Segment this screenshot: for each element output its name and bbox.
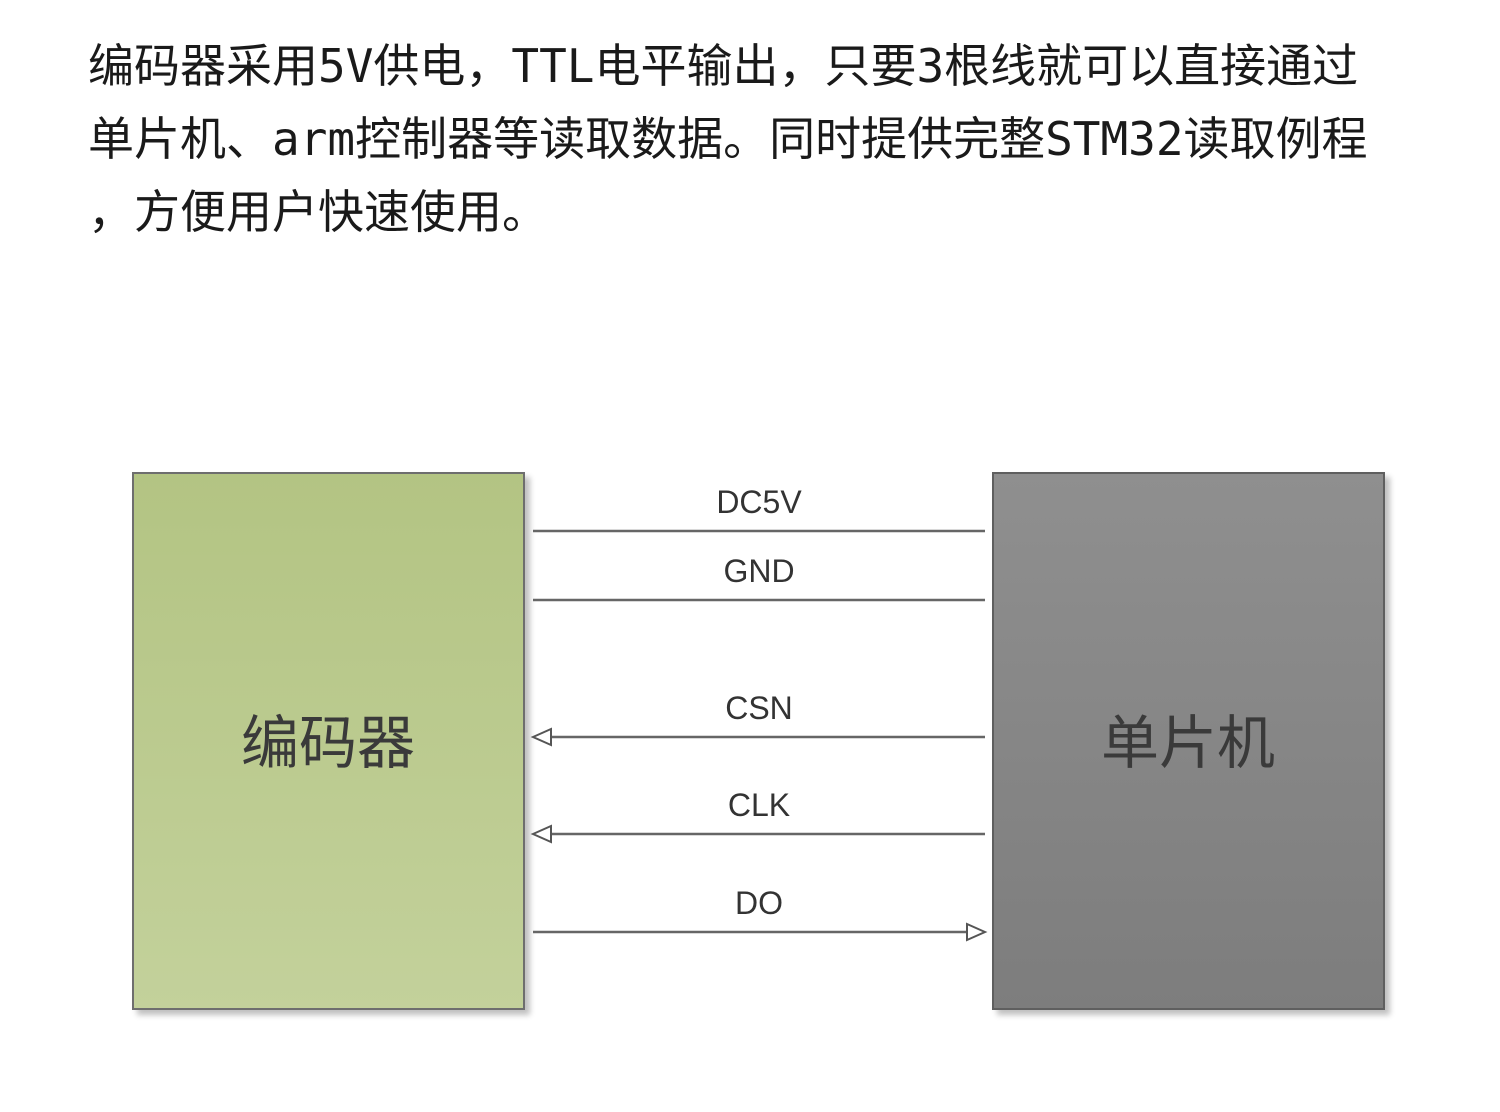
signal-do-arrowhead bbox=[966, 922, 988, 942]
signal-lines: DC5V GND CSN CLK DO bbox=[530, 484, 988, 942]
mcu-block: 单片机 bbox=[992, 472, 1385, 1010]
signal-gnd: GND bbox=[533, 553, 985, 602]
signal-csn-label: CSN bbox=[725, 690, 793, 726]
intro-paragraph: 编码器采用5V供电，TTL电平输出，只要3根线就可以直接通过 单片机、arm控制… bbox=[88, 30, 1418, 249]
intro-line-3: ，方便用户快速使用。 bbox=[88, 185, 548, 239]
signal-csn-arrowhead bbox=[530, 727, 552, 747]
mcu-label: 单片机 bbox=[1101, 709, 1275, 777]
signal-gnd-label: GND bbox=[723, 553, 794, 589]
intro-line-1: 编码器采用5V供电，TTL电平输出，只要3根线就可以直接通过 bbox=[88, 39, 1359, 93]
signal-csn: CSN bbox=[530, 690, 985, 747]
signal-dc5v-label: DC5V bbox=[716, 484, 802, 520]
signal-do: DO bbox=[533, 885, 988, 942]
signal-clk: CLK bbox=[530, 787, 985, 844]
encoder-block: 编码器 bbox=[132, 472, 525, 1010]
intro-line-2: 单片机、arm控制器等读取数据。同时提供完整STM32读取例程 bbox=[88, 112, 1368, 166]
signal-clk-label: CLK bbox=[728, 787, 790, 823]
signal-clk-arrowhead bbox=[530, 824, 552, 844]
signal-dc5v: DC5V bbox=[533, 484, 985, 533]
signal-do-label: DO bbox=[735, 885, 783, 921]
encoder-label: 编码器 bbox=[241, 709, 415, 777]
